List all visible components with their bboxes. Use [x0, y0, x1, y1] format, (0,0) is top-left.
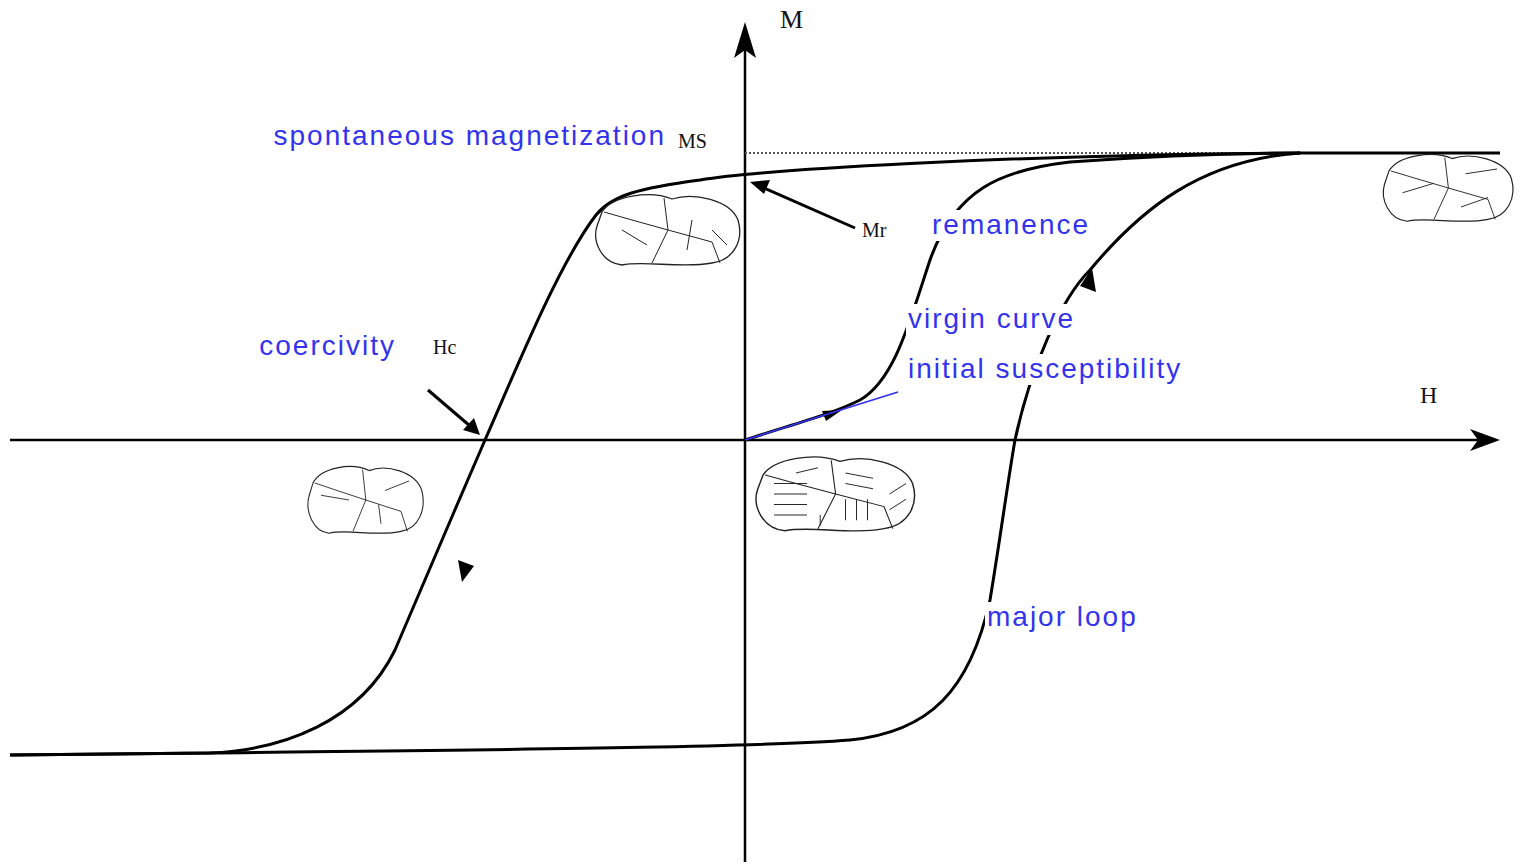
annotation: remanence	[930, 210, 1092, 241]
axis-arrowhead	[734, 22, 756, 58]
annotation: virgin curve	[906, 304, 1077, 335]
leader-line	[428, 390, 470, 426]
axis-arrowhead	[1470, 429, 1500, 451]
annotation: coercivity	[257, 331, 398, 362]
upper-branch	[10, 153, 1500, 755]
m-axis	[744, 50, 747, 862]
domain-sketch	[1383, 155, 1513, 222]
symbol-label: Mr	[860, 219, 888, 241]
axis-label: H	[1418, 382, 1439, 408]
domain-sketch	[308, 467, 423, 534]
annotation: major loop	[985, 602, 1140, 633]
leader-arrowhead	[750, 180, 770, 194]
domain-sketch	[596, 195, 740, 265]
axis-label: M	[778, 6, 805, 35]
tangent-line	[745, 392, 898, 440]
lower-branch	[10, 153, 1300, 755]
symbol-label: Hc	[431, 336, 458, 358]
annotation: spontaneous magnetization	[272, 121, 668, 152]
annotation: initial susceptibility	[906, 354, 1184, 385]
leader-arrowhead	[463, 418, 480, 435]
symbol-label: MS	[676, 130, 709, 152]
domain-sketch	[756, 457, 914, 531]
curve-arrowhead	[1080, 268, 1096, 292]
virgin-curve	[745, 153, 1300, 440]
leader-line	[762, 187, 855, 228]
curve-arrowhead	[458, 560, 474, 582]
